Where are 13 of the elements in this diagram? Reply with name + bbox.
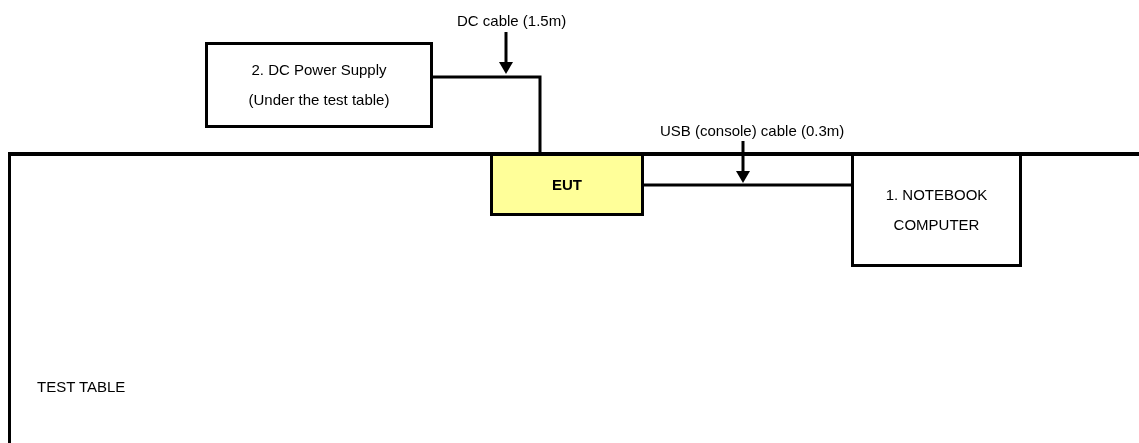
box-label: (Under the test table) — [248, 90, 390, 110]
cable-line — [433, 75, 542, 153]
table-label: TEST TABLE — [37, 377, 126, 397]
power-supply-box — [205, 42, 433, 128]
cable-label: DC cable (1.5m) — [457, 12, 567, 29]
eut-box — [490, 153, 644, 216]
cable-label: USB (console) cable (0.3m) — [660, 122, 845, 139]
box-label: 1. NOTEBOOK COMPUTER — [884, 185, 989, 235]
notebook-computer-box — [851, 153, 1022, 267]
box-label: 2. DC Power Supply — [251, 60, 387, 80]
table-outline — [8, 152, 1139, 443]
box-label: EUT — [552, 174, 582, 195]
cable-line — [644, 183, 851, 187]
